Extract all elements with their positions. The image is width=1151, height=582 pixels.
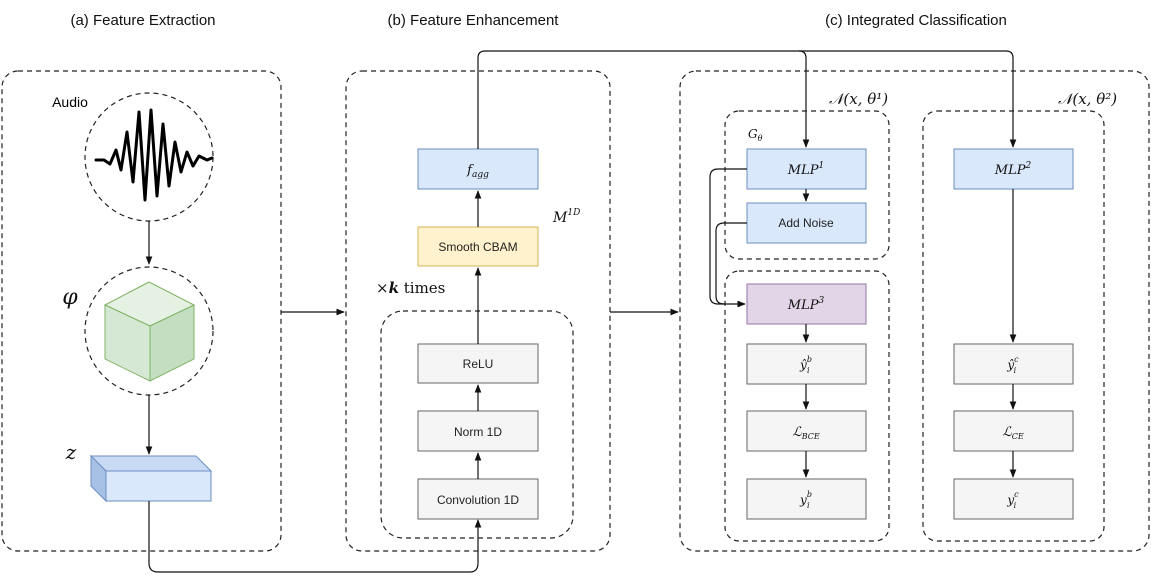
arrow-fagg-to-mlp2 <box>799 50 1017 148</box>
relu-label: ReLU <box>463 357 494 371</box>
yhat-b-box <box>746 343 867 385</box>
mlp1-box <box>746 148 867 190</box>
arrow-mlp1-to-mlp3 <box>709 168 747 308</box>
section-title-feature-enhancement: (b) Feature Enhancement <box>388 12 560 29</box>
binary-head-container <box>724 270 890 542</box>
repeat-block-container <box>380 310 574 539</box>
network2-label: 𝒩(x, θ²) <box>1058 90 1117 108</box>
arrow-noise-to-mlp3 <box>715 222 747 305</box>
g-theta-label: Gθ <box>748 127 763 143</box>
k-times-label: ×k times <box>376 279 445 297</box>
conv1d-box <box>417 478 539 520</box>
loss-bce-label: ℒBCE <box>792 425 820 441</box>
class-head-container <box>922 110 1105 542</box>
add-noise-box <box>746 202 867 244</box>
mlp1-label: MLP1 <box>787 161 824 178</box>
section-title-feature-extraction: (a) Feature Extraction <box>70 12 215 29</box>
add-noise-label: Add Noise <box>778 216 834 230</box>
section-title-integrated-classification: (c) Integrated Classification <box>825 12 1007 29</box>
f-agg-box <box>417 148 539 190</box>
relu-box <box>417 343 539 384</box>
z-label: z <box>65 440 77 464</box>
mlp2-box <box>953 148 1074 190</box>
smooth-cbam-label: Smooth CBAM <box>438 240 517 254</box>
generator-container <box>724 110 890 260</box>
mlp3-label: MLP3 <box>787 296 825 313</box>
feature-enhancement-container <box>345 70 611 552</box>
arrow-z-to-conv <box>148 501 482 573</box>
feature-extraction-container <box>1 70 282 552</box>
loss-bce-box <box>746 410 867 452</box>
y-c-box <box>953 478 1074 520</box>
cube-icon <box>103 281 196 382</box>
audio-label: Audio <box>52 94 88 110</box>
mlp3-box <box>746 283 867 325</box>
loss-ce-label: ℒCE <box>1002 425 1023 441</box>
norm1d-label: Norm 1D <box>454 425 502 439</box>
phi-label: φ <box>62 285 78 310</box>
z-feature-block <box>89 454 213 503</box>
yhat-c-box <box>953 343 1074 385</box>
loss-ce-box <box>953 410 1074 452</box>
waveform-icon <box>94 108 214 202</box>
norm1d-box <box>417 410 539 452</box>
y-b-box <box>746 478 867 520</box>
integrated-classification-container <box>679 70 1150 552</box>
f-agg-label: fagg <box>466 163 489 180</box>
mlp2-label: MLP2 <box>994 161 1032 178</box>
m1d-label: M1D <box>552 208 580 226</box>
arrow-fagg-to-mlp1 <box>477 50 810 149</box>
smooth-cbam-box <box>417 226 539 267</box>
conv1d-label: Convolution 1D <box>437 493 519 507</box>
network1-label: 𝒩(x, θ¹) <box>829 90 888 108</box>
